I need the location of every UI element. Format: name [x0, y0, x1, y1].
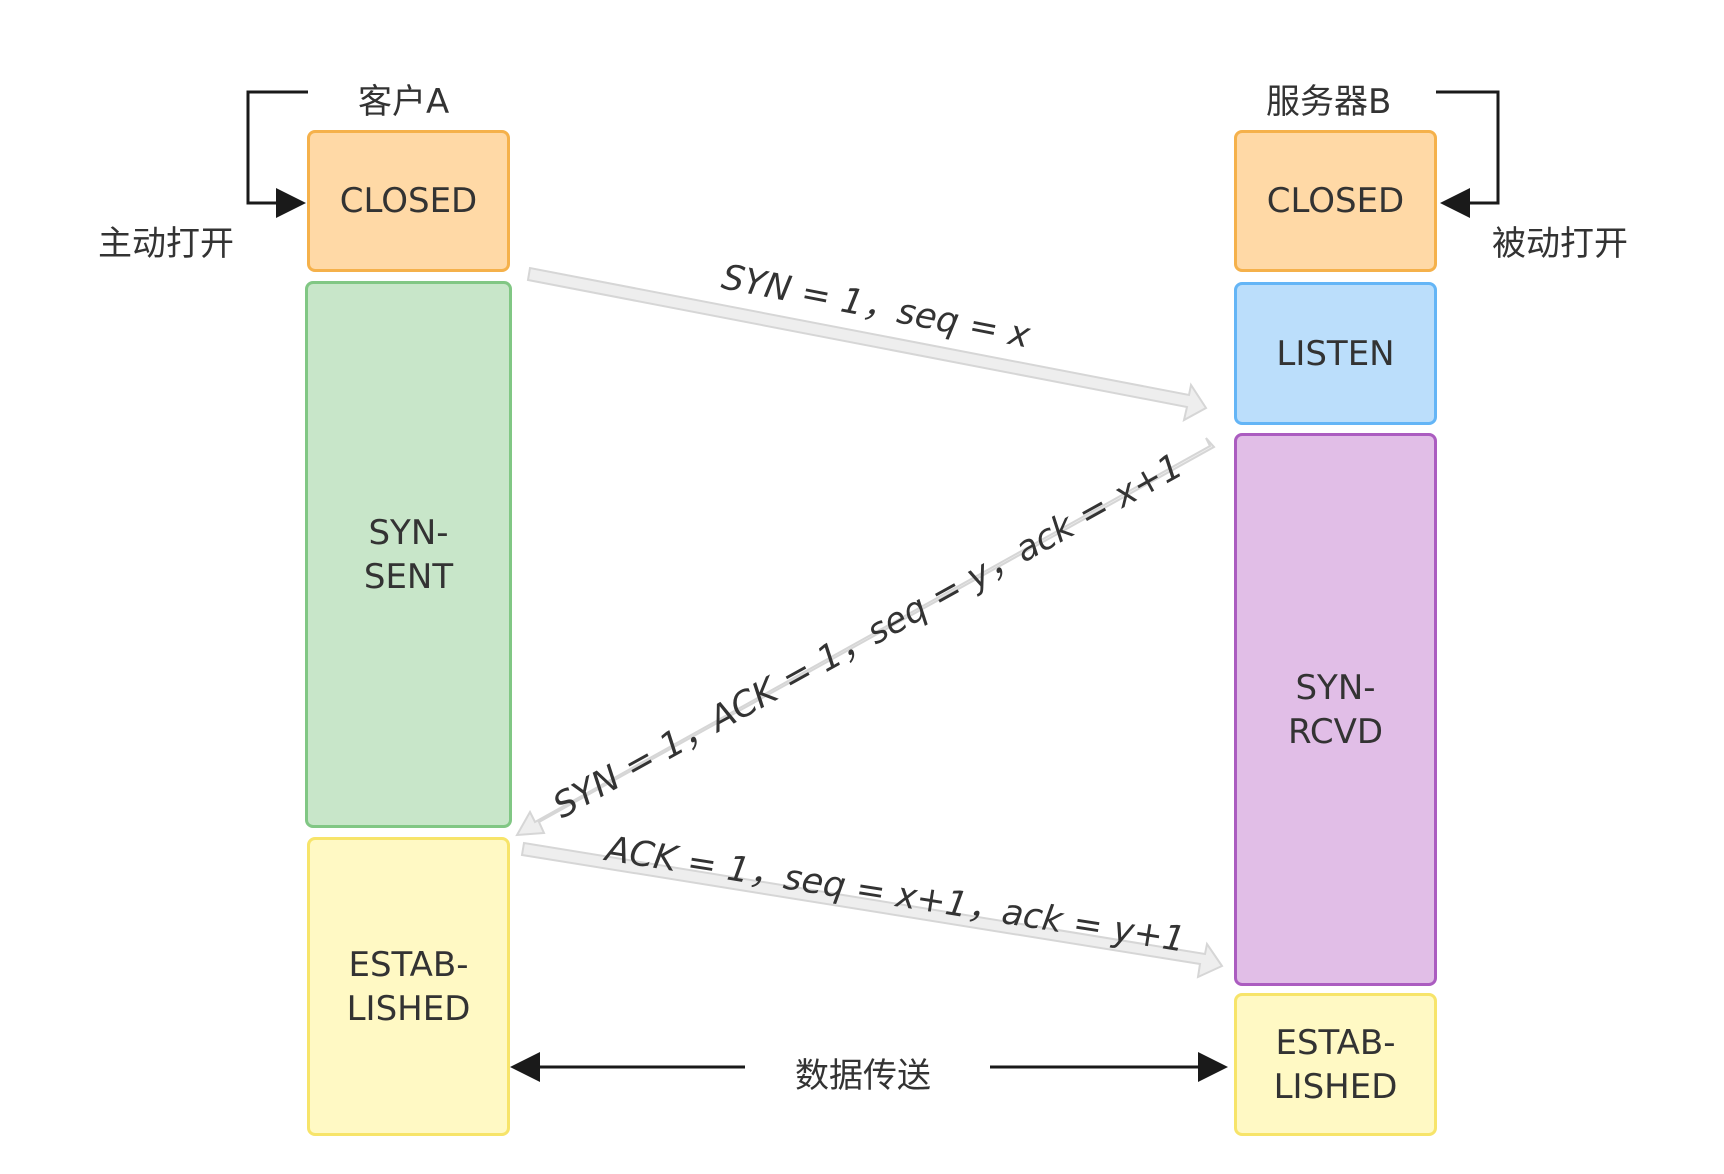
- server-state-listen: LISTEN: [1234, 282, 1437, 425]
- client-state-closed: CLOSED: [307, 130, 510, 272]
- server-open-loop-line: [1436, 90, 1500, 218]
- syn-ack-arrow: [515, 437, 1216, 837]
- client-state-established: ESTAB- LISHED: [307, 837, 510, 1136]
- server-state-syn-rcvd: SYN- RCVD: [1234, 433, 1437, 986]
- client-title: 客户A: [358, 82, 450, 122]
- server-state-established: ESTAB- LISHED: [1234, 993, 1437, 1136]
- client-state-syn-sent: SYN- SENT: [305, 281, 512, 828]
- ack-arrow: [520, 841, 1224, 979]
- server-state-closed: CLOSED: [1234, 130, 1437, 272]
- server-open-label: 被动打开: [1492, 224, 1628, 264]
- data-transfer-label: 数据传送: [795, 1056, 931, 1096]
- client-open-label: 主动打开: [98, 224, 234, 264]
- syn-arrow: [526, 266, 1208, 422]
- server-title: 服务器B: [1266, 82, 1392, 122]
- client-open-loop-line: [246, 90, 308, 218]
